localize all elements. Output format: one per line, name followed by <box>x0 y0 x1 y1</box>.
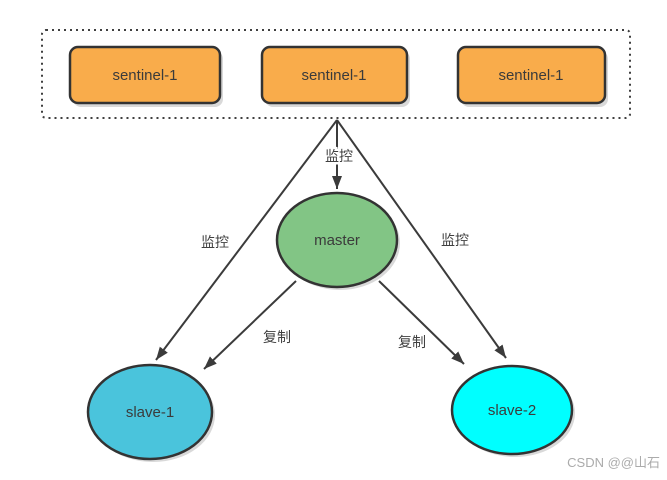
sentinel-node-1: sentinel-1 <box>68 45 223 107</box>
edge-sentinel-to-slave2 <box>336 119 507 359</box>
sentinel-node-3: sentinel-1 <box>456 45 608 107</box>
sentinel-node-3-box <box>456 45 607 105</box>
edge-master-to-slave2 <box>378 280 465 365</box>
slave2-node: slave-2 <box>450 364 575 457</box>
master-node-ellipse <box>275 191 399 289</box>
sentinel-node-1-label: sentinel-1 <box>112 67 177 84</box>
edge-sentinel-to-slave1 <box>155 119 338 361</box>
edge-label-replicate-left: 复制 <box>263 329 291 345</box>
sentinel-node-2-box <box>260 45 409 105</box>
master-node: master <box>275 191 400 290</box>
edge-label-replicate-right: 复制 <box>398 334 426 350</box>
slave1-node-ellipse <box>86 363 214 461</box>
sentinel-node-3-label: sentinel-1 <box>498 67 563 84</box>
sentinel-group-border <box>41 29 631 119</box>
slave2-node-ellipse <box>450 364 574 456</box>
edge-label-monitor-center: 监控 <box>325 148 353 164</box>
edge-master-to-slave1 <box>203 280 297 370</box>
sentinel-node-2: sentinel-1 <box>260 45 410 107</box>
master-node-label: master <box>314 232 360 249</box>
watermark-text: CSDN @@山石 <box>567 455 660 470</box>
slave2-node-label: slave-2 <box>488 402 536 419</box>
slave1-node: slave-1 <box>86 363 215 462</box>
sentinel-node-2-label: sentinel-1 <box>301 67 366 84</box>
slave1-node-label: slave-1 <box>126 404 174 421</box>
sentinel-node-1-box <box>68 45 222 105</box>
edge-label-monitor-left: 监控 <box>201 234 229 250</box>
edge-label-monitor-right: 监控 <box>441 232 469 248</box>
